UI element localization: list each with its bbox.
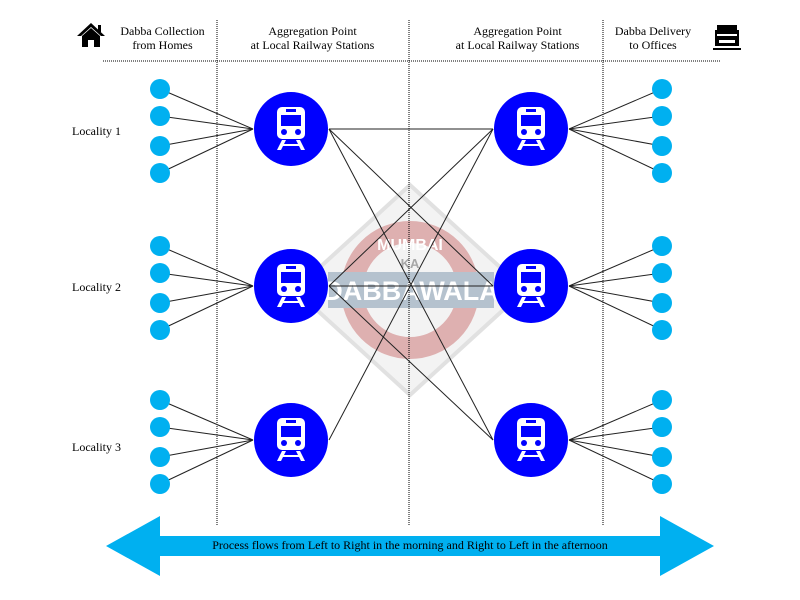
- office-dot: [652, 417, 672, 437]
- office-dot: [652, 293, 672, 313]
- locality-label-3: Locality 3: [72, 440, 121, 454]
- office-dot: [652, 390, 672, 410]
- office-dot: [652, 236, 672, 256]
- home-dot: [150, 263, 170, 283]
- station-right-3: [494, 403, 568, 477]
- delivery-link: [568, 399, 663, 441]
- train-icon: [517, 264, 545, 307]
- rail-link: [328, 128, 494, 441]
- collection-link: [159, 399, 254, 441]
- home-dot: [150, 447, 170, 467]
- collection-link: [159, 245, 254, 287]
- office-dot: [652, 320, 672, 340]
- dividers: [103, 20, 720, 525]
- rail-link: [328, 128, 494, 287]
- watermark-logo: MUMBAI KA DABBAWALA: [292, 182, 528, 398]
- home-dot: [150, 320, 170, 340]
- process-flow-arrow: [106, 516, 714, 576]
- collection-link: [159, 128, 254, 174]
- collection-link: [159, 426, 254, 441]
- station-right-1: [494, 92, 568, 166]
- process-flow-text: Process flows from Left to Right in the …: [212, 538, 608, 552]
- collection-link: [159, 439, 254, 458]
- train-icon: [517, 418, 545, 461]
- train-icon: [277, 418, 305, 461]
- watermark-line3: DABBAWALA: [323, 276, 499, 306]
- home-dot: [150, 163, 170, 183]
- train-icon: [277, 107, 305, 150]
- train-icon: [517, 107, 545, 150]
- home-dot: [150, 136, 170, 156]
- office-dot: [652, 474, 672, 494]
- delivery-link: [568, 88, 663, 130]
- delivery-link: [568, 115, 663, 130]
- delivery-link: [568, 285, 663, 304]
- home-icon: [77, 23, 105, 47]
- rail-link: [328, 285, 494, 441]
- locality-label-1: Locality 1: [72, 124, 121, 138]
- delivery-link: [568, 426, 663, 441]
- station-right-2: [494, 249, 568, 323]
- watermark-line1: MUMBAI: [377, 237, 443, 254]
- home-dot: [150, 79, 170, 99]
- collection-link: [159, 115, 254, 130]
- home-dot: [150, 417, 170, 437]
- train-icon: [277, 264, 305, 307]
- office-building-icon: [713, 25, 741, 50]
- home-dot: [150, 390, 170, 410]
- collection-link: [159, 272, 254, 287]
- home-dot: [150, 236, 170, 256]
- locality-label-2: Locality 2: [72, 280, 121, 294]
- office-dot: [652, 106, 672, 126]
- delivery-link: [568, 128, 663, 147]
- station-left-3: [254, 403, 328, 477]
- delivery-link: [568, 272, 663, 287]
- office-dot: [652, 136, 672, 156]
- home-dot: [150, 474, 170, 494]
- watermark-line2: KA: [401, 256, 420, 271]
- delivery-link: [568, 245, 663, 287]
- station-left-1: [254, 92, 328, 166]
- delivery-link: [568, 285, 663, 331]
- home-dot: [150, 106, 170, 126]
- collection-link: [159, 128, 254, 147]
- home-dot: [150, 293, 170, 313]
- delivery-link: [568, 439, 663, 458]
- collection-link: [159, 439, 254, 485]
- delivery-link: [568, 439, 663, 485]
- office-dot: [652, 79, 672, 99]
- collection-link: [159, 88, 254, 130]
- station-left-2: [254, 249, 328, 323]
- delivery-link: [568, 128, 663, 174]
- office-dot: [652, 447, 672, 467]
- office-dot: [652, 163, 672, 183]
- office-dot: [652, 263, 672, 283]
- collection-link: [159, 285, 254, 331]
- collection-link: [159, 285, 254, 304]
